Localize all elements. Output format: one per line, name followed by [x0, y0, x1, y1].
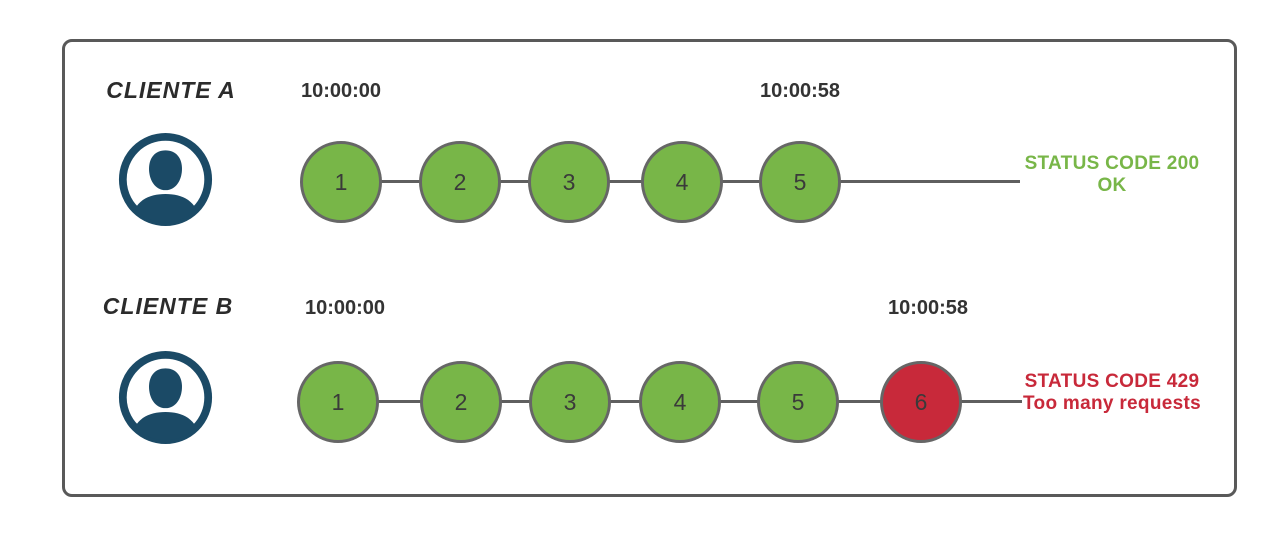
row-a-end-time: 10:00:58: [759, 80, 841, 102]
request-circle: 1: [297, 361, 379, 443]
request-number: 1: [334, 168, 348, 195]
request-circle: 2: [419, 141, 501, 223]
request-number: 6: [914, 388, 928, 415]
status-message-text: Too many requests: [1023, 393, 1201, 414]
request-number: 2: [453, 168, 467, 195]
status-code-text: STATUS CODE 429: [1024, 371, 1200, 392]
status-message-text: OK: [1097, 175, 1127, 196]
row-b-end-time: 10:00:58: [887, 297, 969, 319]
request-circle: 5: [759, 141, 841, 223]
request-number: 3: [562, 168, 576, 195]
request-circle: 3: [528, 141, 610, 223]
request-number: 5: [793, 168, 807, 195]
user-avatar-icon: [118, 350, 213, 445]
row-b-status: STATUS CODE 429 Too many requests: [1022, 371, 1202, 415]
row-a-status: STATUS CODE 200 OK: [1022, 153, 1202, 197]
request-number: 5: [791, 388, 805, 415]
request-circle: 5: [757, 361, 839, 443]
request-circle-rate-limited: 6: [880, 361, 962, 443]
request-number: 2: [454, 388, 468, 415]
request-number: 3: [563, 388, 577, 415]
request-circle: 2: [420, 361, 502, 443]
request-number: 4: [675, 168, 689, 195]
request-circle: 3: [529, 361, 611, 443]
row-a-start-time: 10:00:00: [300, 80, 382, 102]
client-a-label: CLIENTE A: [106, 77, 236, 103]
request-circle: 4: [641, 141, 723, 223]
client-b-label: CLIENTE B: [102, 293, 234, 319]
request-circle: 1: [300, 141, 382, 223]
request-number: 4: [673, 388, 687, 415]
status-code-text: STATUS CODE 200: [1024, 153, 1200, 174]
row-b-start-time: 10:00:00: [304, 297, 386, 319]
request-circle: 4: [639, 361, 721, 443]
user-avatar-icon: [118, 132, 213, 227]
request-number: 1: [331, 388, 345, 415]
